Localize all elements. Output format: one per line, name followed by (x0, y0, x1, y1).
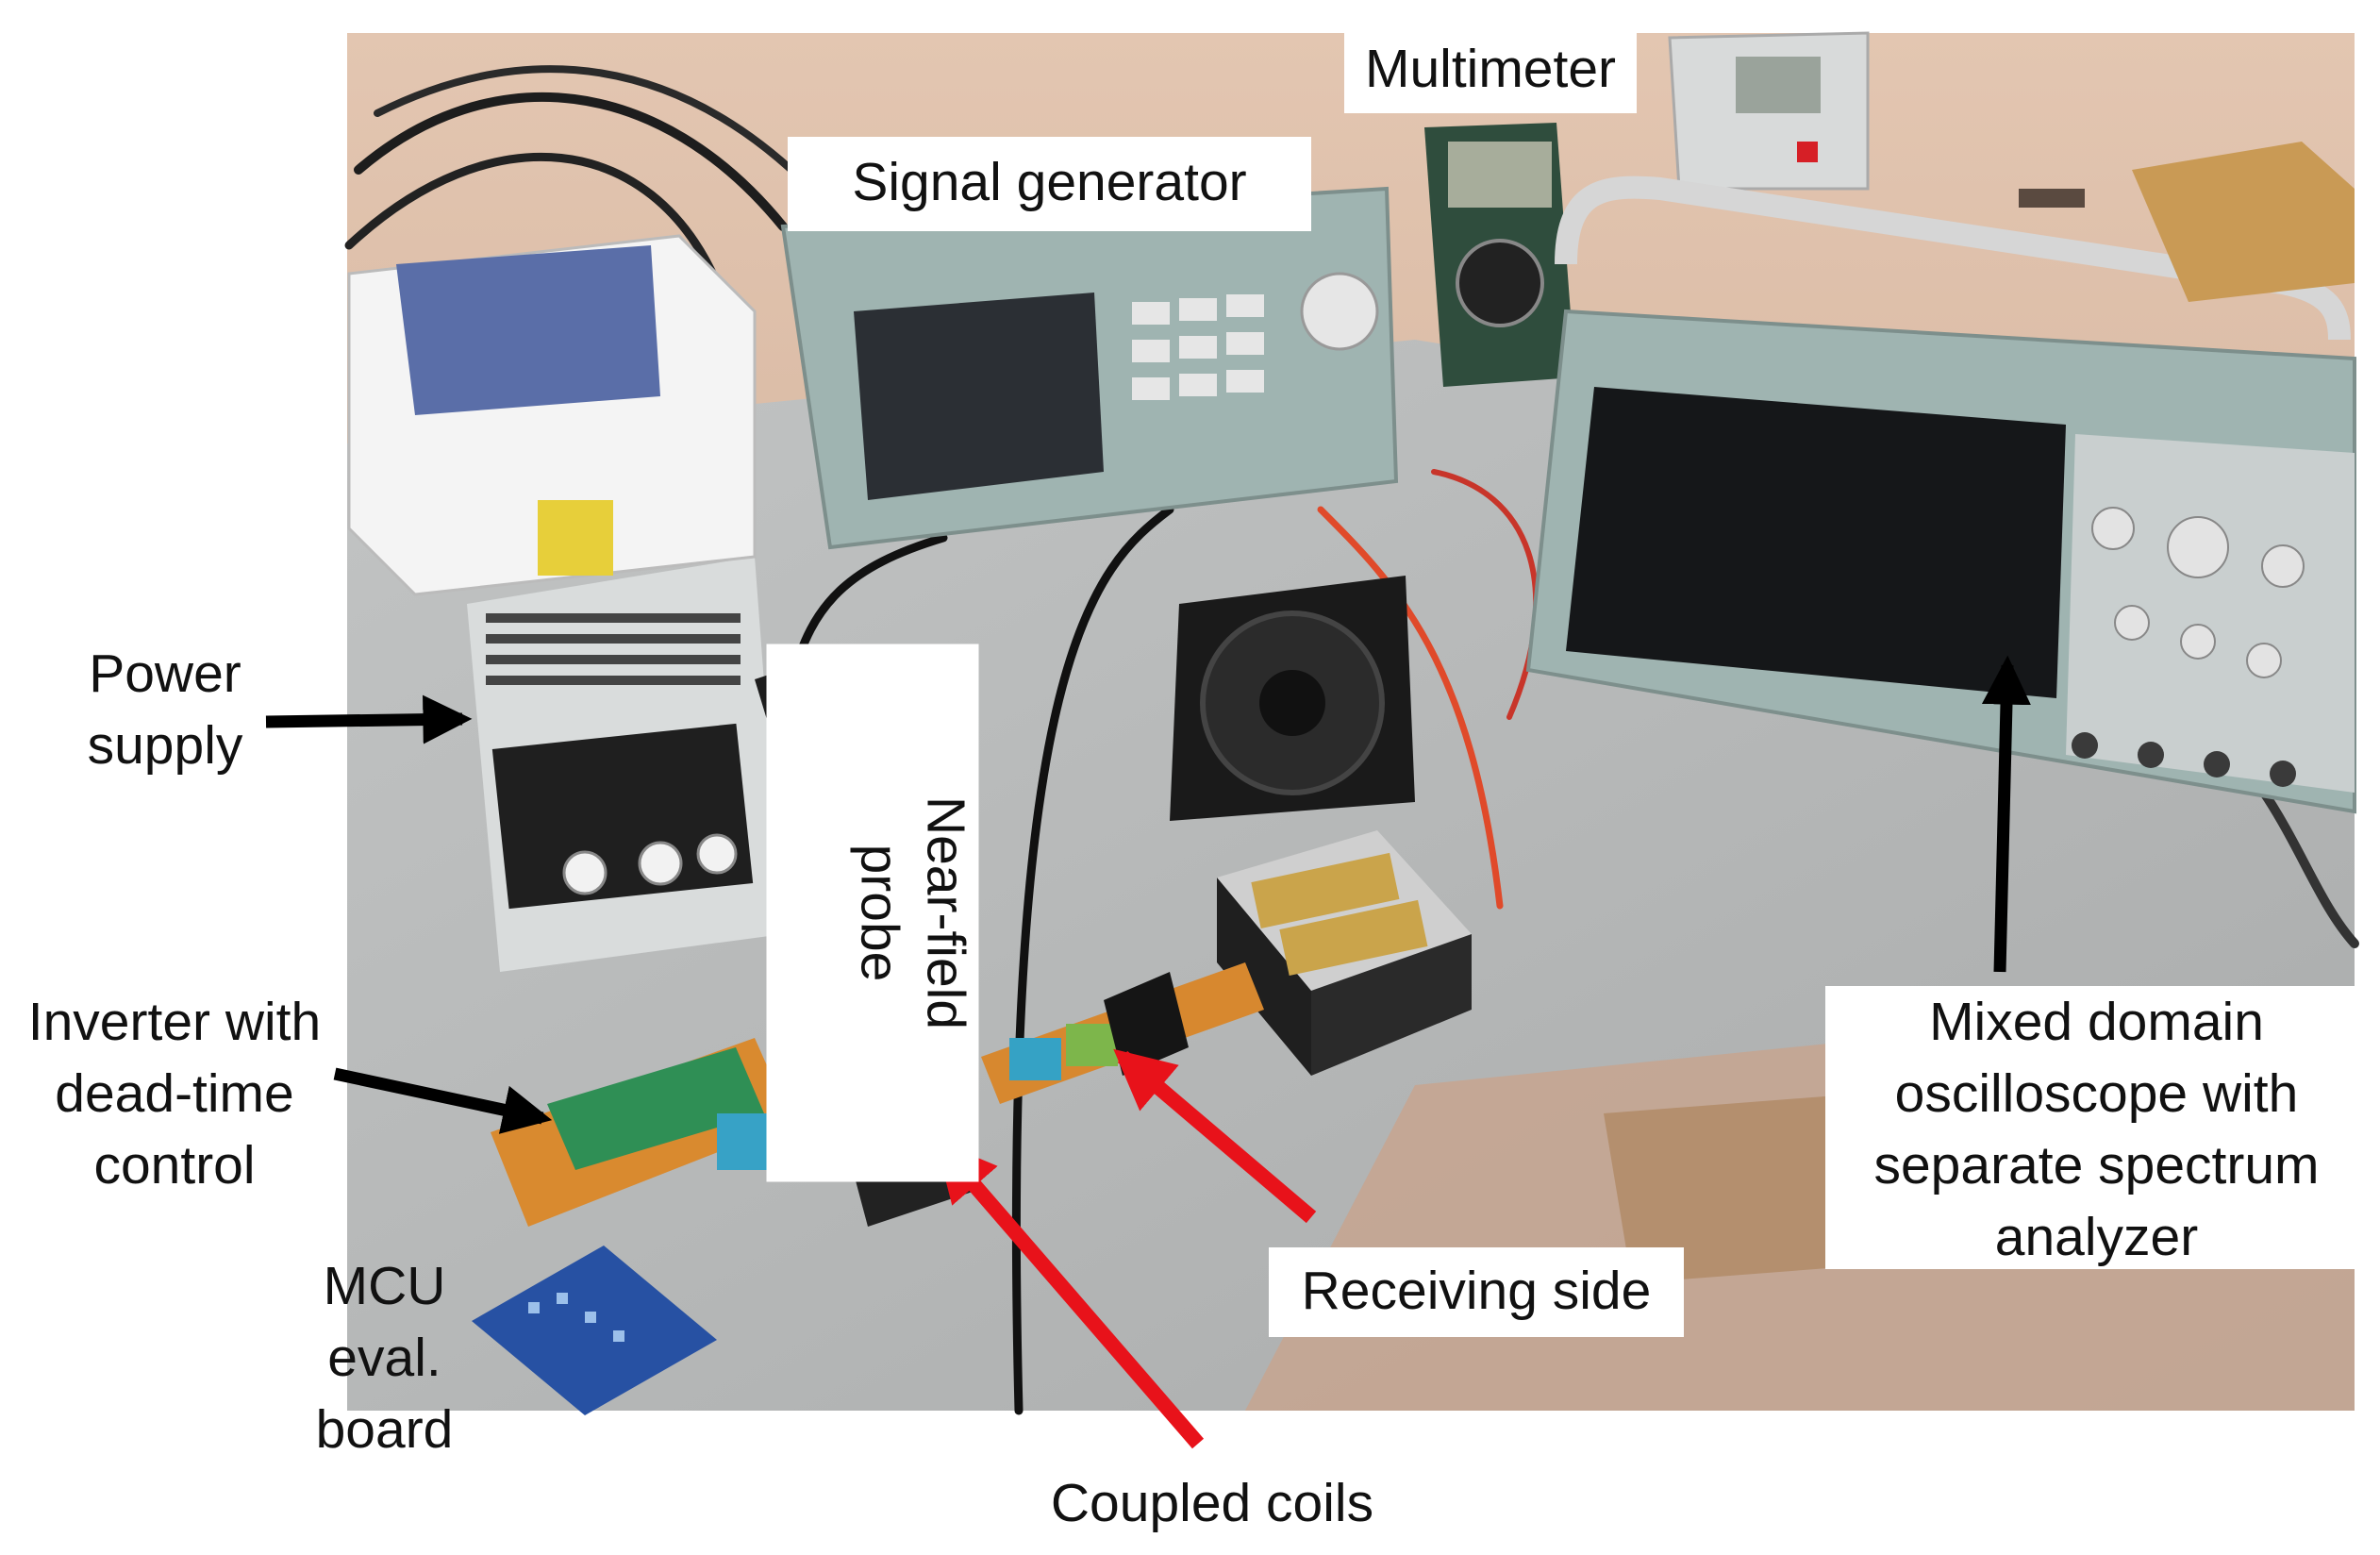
cooling-fan (1170, 576, 1415, 821)
power-supply (467, 557, 783, 972)
inverter-label-line: control (93, 1135, 256, 1196)
cables (344, 65, 2359, 1415)
power-supply-label-line: supply (87, 715, 243, 776)
inverter-board (491, 1038, 792, 1227)
receiving-heatsink (1217, 830, 1472, 1076)
oscilloscope-label-line: analyzer (1994, 1207, 2199, 1267)
mcu-label-line: MCU (323, 1256, 446, 1316)
near-field-probe-label-line: Near- (915, 795, 976, 931)
oscilloscope-label-line: oscilloscope with (1894, 1063, 2299, 1124)
inverter-label-line: Inverter with (27, 992, 322, 1052)
black-arrow (1981, 655, 2031, 973)
mcu-label-line: board (315, 1399, 454, 1460)
receiving-side-label: Receiving side (1269, 1247, 1684, 1337)
mcu-board (472, 1246, 717, 1415)
signal-generator (780, 186, 1399, 550)
red-arrow (1113, 1048, 1317, 1224)
oscilloscope-label-line: Mixed domain (1929, 992, 2264, 1052)
bench-supply (1668, 31, 1870, 191)
coupled-coils-label: Coupled coils (1019, 1467, 1406, 1539)
near-field-probe-label-line: field (915, 930, 976, 1030)
multimeter-device (1424, 123, 1575, 387)
near-field-probe-label-line: probe (849, 844, 910, 982)
annotation-arrows (265, 655, 2031, 1449)
gan-box (347, 234, 757, 596)
inverter-label-line: dead-time (55, 1063, 294, 1124)
multimeter-label: Multimeter (1344, 33, 1637, 113)
power-supply-label-line: Power (89, 644, 241, 704)
near-field-probe-label: Near-field probe (766, 644, 979, 1182)
red-arrow (935, 1140, 1205, 1449)
oscilloscope-device (1525, 176, 2356, 814)
power-supply-label: Power supply (42, 638, 288, 781)
oscilloscope-label: Mixed domain oscilloscope with separate … (1825, 986, 2368, 1269)
wooden-board (2019, 142, 2355, 302)
mcu-label-line: eval. (327, 1328, 441, 1388)
mcu-label: MCU eval. board (283, 1250, 486, 1465)
black-arrow (333, 1067, 553, 1134)
oscilloscope-label-line: separate spectrum (1873, 1135, 2320, 1196)
black-arrow (265, 694, 473, 744)
inverter-label: Inverter with dead-time control (5, 986, 344, 1201)
signal-generator-label: Signal generator (788, 137, 1311, 231)
